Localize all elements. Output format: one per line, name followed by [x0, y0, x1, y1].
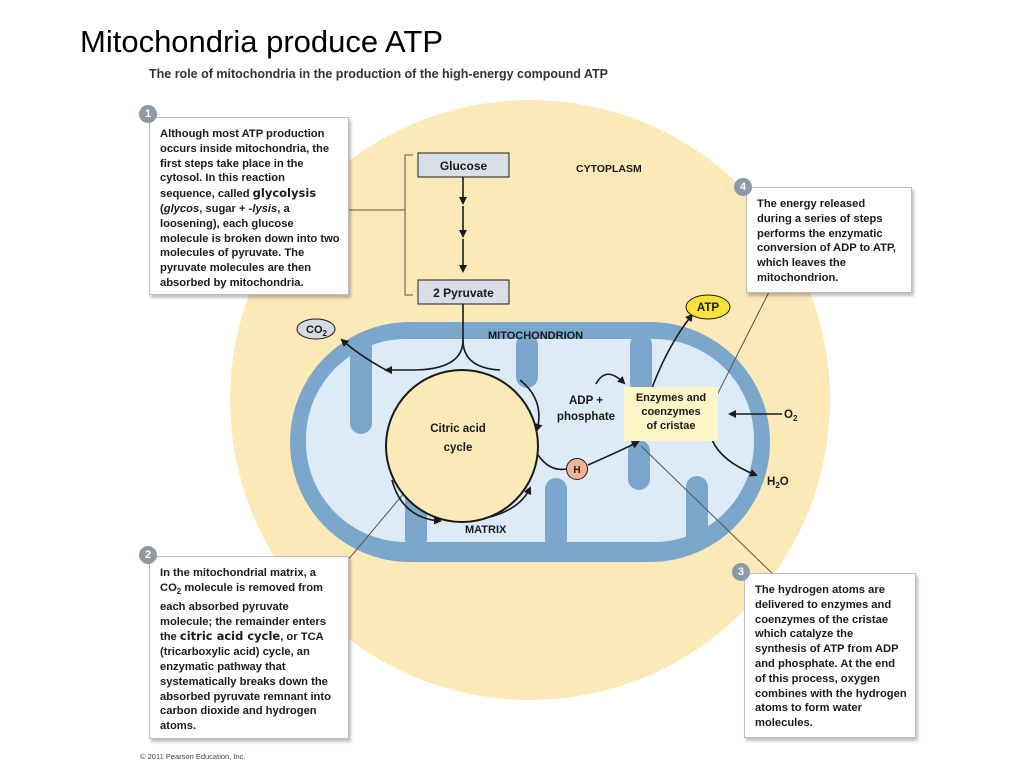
phosphate-label: phosphate — [557, 411, 615, 423]
step-1-text: Although most ATP production occurs insi… — [160, 128, 330, 201]
cristae — [350, 334, 708, 550]
cytoplasm-label: CYTOPLASM — [576, 163, 642, 175]
step-1-text-2: ( — [160, 202, 164, 215]
step-2-badge: 2 — [139, 546, 157, 564]
glycolysis-term: glycolysis — [252, 186, 317, 201]
step-3-box: The hydrogen atoms are delivered to enzy… — [744, 573, 916, 738]
step-3-text: The hydrogen atoms are delivered to enzy… — [755, 584, 907, 730]
o2-label: O2 — [784, 409, 798, 423]
co2-label: CO2 — [306, 324, 328, 338]
glucose-label: Glucose — [440, 159, 488, 173]
step-3-badge: 3 — [732, 563, 750, 581]
step-1-box: Although most ATP production occurs insi… — [149, 117, 349, 295]
h2o-label: H2O — [767, 476, 789, 490]
enzymes-label-1: Enzymes and — [636, 392, 706, 404]
lysis-term: -lysis — [248, 202, 278, 215]
citric-acid-label: Citric acid — [430, 423, 486, 435]
mitochondrion-label: MITOCHONDRION — [488, 330, 583, 342]
co2-molecule — [296, 318, 336, 340]
cycle-arrows — [340, 304, 782, 525]
pyruvate-box — [417, 279, 510, 305]
step-4-box: The energy released during a series of s… — [746, 187, 912, 293]
step-1-badge: 1 — [139, 105, 157, 123]
enzymes-box — [624, 387, 718, 441]
adp-label: ADP + — [569, 395, 603, 407]
step-1-text-3: , sugar + — [199, 202, 249, 215]
atp-molecule — [685, 294, 731, 320]
step-2-text-3: , or TCA (tricarboxylic acid) cycle, an … — [160, 631, 331, 733]
hydrogen-atom — [566, 458, 588, 480]
enzymes-label-3: of cristae — [647, 420, 696, 432]
matrix-label: MATRIX — [465, 524, 507, 536]
glycos-term: glycos — [163, 202, 200, 215]
pyruvate-label: 2 Pyruvate — [433, 286, 494, 300]
citric-acid-cycle-circle — [385, 369, 539, 523]
step-2-text: In the mitochondrial matrix, a CO — [160, 567, 317, 594]
figure-title: The role of mitochondria in the producti… — [149, 67, 609, 81]
step-1-text-4: , a loosening), each glucose molecule is… — [160, 202, 340, 289]
slide-title: Mitochondria produce ATP — [80, 24, 444, 59]
citric-acid-cycle-term: citric acid cycle — [179, 629, 281, 644]
enzymes-label-2: coenzymes — [641, 406, 700, 418]
step-4-text: The energy released during a series of s… — [757, 198, 897, 284]
step-2-text-2: molecule is removed from each absorbed p… — [160, 581, 327, 644]
step-2-box: In the mitochondrial matrix, a CO2 molec… — [149, 556, 349, 739]
step-4-badge: 4 — [734, 178, 752, 196]
glucose-box — [417, 152, 510, 178]
copyright: © 2011 Pearson Education, Inc. — [140, 752, 246, 761]
citric-cycle-label: cycle — [444, 442, 473, 454]
co2-subscript: 2 — [176, 587, 182, 597]
atp-label: ATP — [697, 302, 719, 314]
h-label: H — [573, 465, 580, 476]
